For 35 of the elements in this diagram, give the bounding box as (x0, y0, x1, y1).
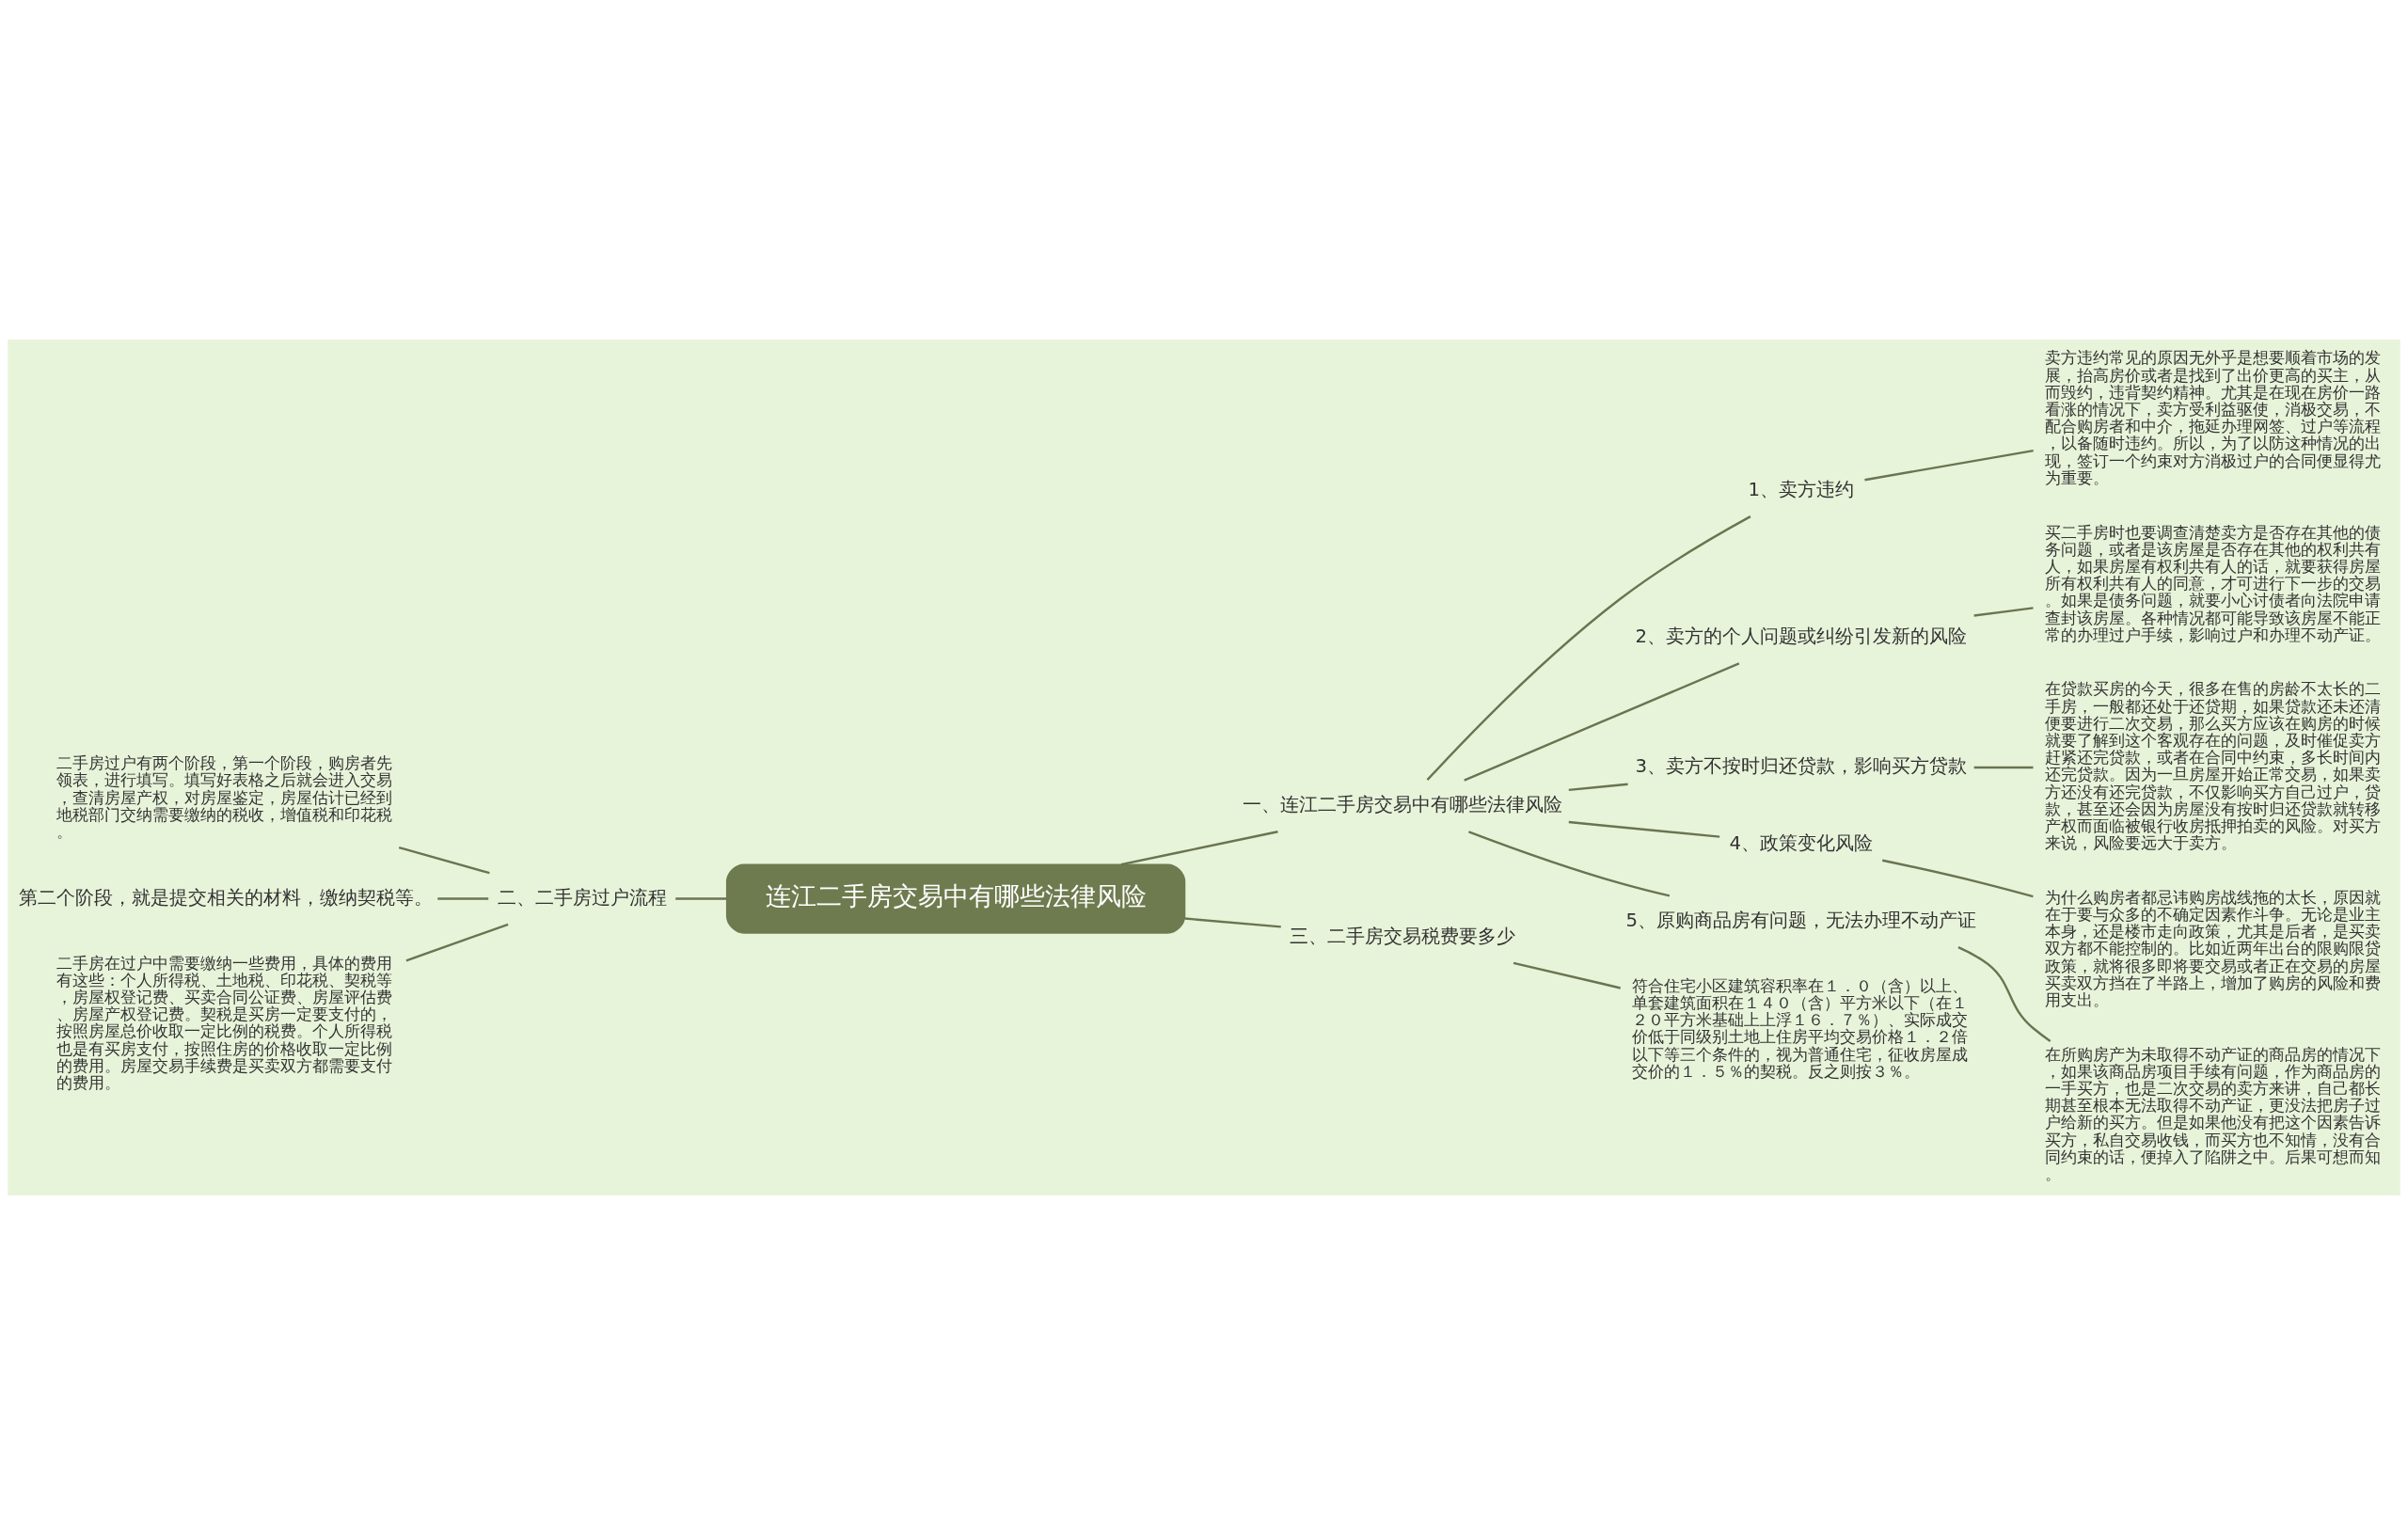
node-text: 二手房过户有两个阶段，第一个阶段，购房者先领表，进行填写。填写好表格之后就会进入交易，查清房屋产权，对房屋鉴定，房屋估计已经到地税部门交纳需要缴纳的税收，增值税和印花税。 (55, 754, 392, 842)
node-text: 4、政策变化风险 (1729, 832, 1873, 855)
connector (1973, 766, 2034, 769)
node-text: 第二个阶段，就是提交相关的材料，缴纳契税等。 (18, 886, 433, 909)
node-text: 为什么购房者都忌讳购房战线拖的太长，原因就在于要与众多的不确定因素作斗争。无论是业主本身，还是楼市走向政策，尤其是后者，是买卖双方都不能控制的。比如近两年出台的限购限贷政策，就将很多即将要交易或者正在交易的房屋买卖双方挡在了半路上，增加了购房的风险和费用支出。 (2045, 888, 2382, 1009)
node-text: 在所购房产为未取得不动产证的商品房的情况下，如果该商品房项目手续有问题，作为商品房的一手买方，也是二次交易的卖方来讲，自己都长期甚至根本无法取得不动产证，更没法把房子过户给新的买方。但是如果他没有把这个因素告诉买方，私自交易收钱，而买方也不知情，没有合同约束的话，便掉入了陷阱之中。后果可想而知。 (2045, 1045, 2382, 1184)
connector (1864, 449, 2034, 482)
node-text: 买二手房时也要调查清楚卖方是否存在其他的债务问题，或者是该房屋是否存在其他的权利共有人，如果房屋有权利共有人的话，就要获得房屋所有权利共有人的同意，才可进行下一步的交易。如果是债务问题，就要小心讨债者向法院申请查封该房屋。各种情况都可能导致该房屋不能正常的办理过户手续，影响过户和办理不动产证。 (2045, 523, 2382, 644)
node-text: 卖方违约常见的原因无外乎是想要顺着市场的发展，抬高房价或者是找到了出价更高的买主，从而毁约，违背契约精神。尤其是在现在房价一路看涨的情况下，卖方受利益驱使，消极交易，不配合购房者和中介，拖延办理网签、过户等流程，以备随时违约。所以，为了以防这种情况的出现，签订一个约束对方消极过户的合同便显得尤为重要。 (2045, 349, 2382, 487)
node-text: 一、连江二手房交易中有哪些法律风险 (1242, 794, 1562, 816)
node-text: 1、卖方违约 (1748, 478, 1854, 500)
connector (1957, 946, 2052, 1043)
connector (1568, 783, 1628, 792)
connector (1568, 820, 1720, 838)
connector (1184, 917, 1281, 928)
node-box: 连江二手房交易中有哪些法律风险 (725, 863, 1186, 934)
connector (1881, 859, 2034, 898)
node-text: 符合住宅小区建筑容积率在１．０（含）以上、单套建筑面积在１４０（含）平方米以下（在１２０平方米基础上上浮１６．７％）、实际成交价低于同级别土地上住房平均交易价格１．２倍以下等三个条件的，视为普通住宅，征收房屋成交价的１．５％的契税。反之则按３％。 (1632, 976, 1968, 1081)
node-text: 3、卖方不按时归还贷款，影响买方贷款 (1635, 755, 1967, 778)
connector (437, 897, 489, 900)
connector (1464, 662, 1740, 782)
connector (405, 923, 509, 962)
connector (1426, 515, 1751, 782)
connector (1973, 607, 2034, 617)
connector (398, 846, 490, 875)
connector (1513, 961, 1622, 989)
node-text: 5、原购商品房有问题，无法办理不动产证 (1625, 909, 1976, 931)
node-text: 二手房在过户中需要缴纳一些费用，具体的费用有这些：个人所得税、土地税、印花税、契税等，房屋权登记费、买卖合同公证费、房屋评估费、房屋产权登记费。契税是买房一定要支付的，按照房屋总价收取一定比例的税费。个人所得税也是有买房支付，按照住房的价格收取一定比例的费用。房屋交易手续费是买卖双方都需要支付的费用。 (55, 954, 392, 1092)
connector (1468, 831, 1671, 897)
connector (675, 897, 727, 900)
node-text: 2、卖方的个人问题或纠纷引发新的风险 (1635, 625, 1967, 648)
node-text: 三、二手房交易税费要多少 (1289, 925, 1515, 947)
node-text: 二、二手房过户流程 (497, 886, 667, 909)
connector (1120, 831, 1278, 866)
node-text: 在贷款买房的今天，很多在售的房龄不太长的二手房，一般都还处于还贷期，如果贷款还未还清便要进行二次交易，那么买方应该在购房的时候就要了解到这个客观存在的问题，及时催促卖方赶紧还完贷款，或者在合同中约束，多长时间内还完贷款。因为一旦房屋开始正常交易，如果卖方还没有还完贷款，不仅影响买方自己过户，贷款，甚至还会因为房屋没有按时归还贷款就转移产权而面临被银行收房抵押拍卖的风险。对买方来说，风险要远大于卖方。 (2045, 680, 2382, 853)
